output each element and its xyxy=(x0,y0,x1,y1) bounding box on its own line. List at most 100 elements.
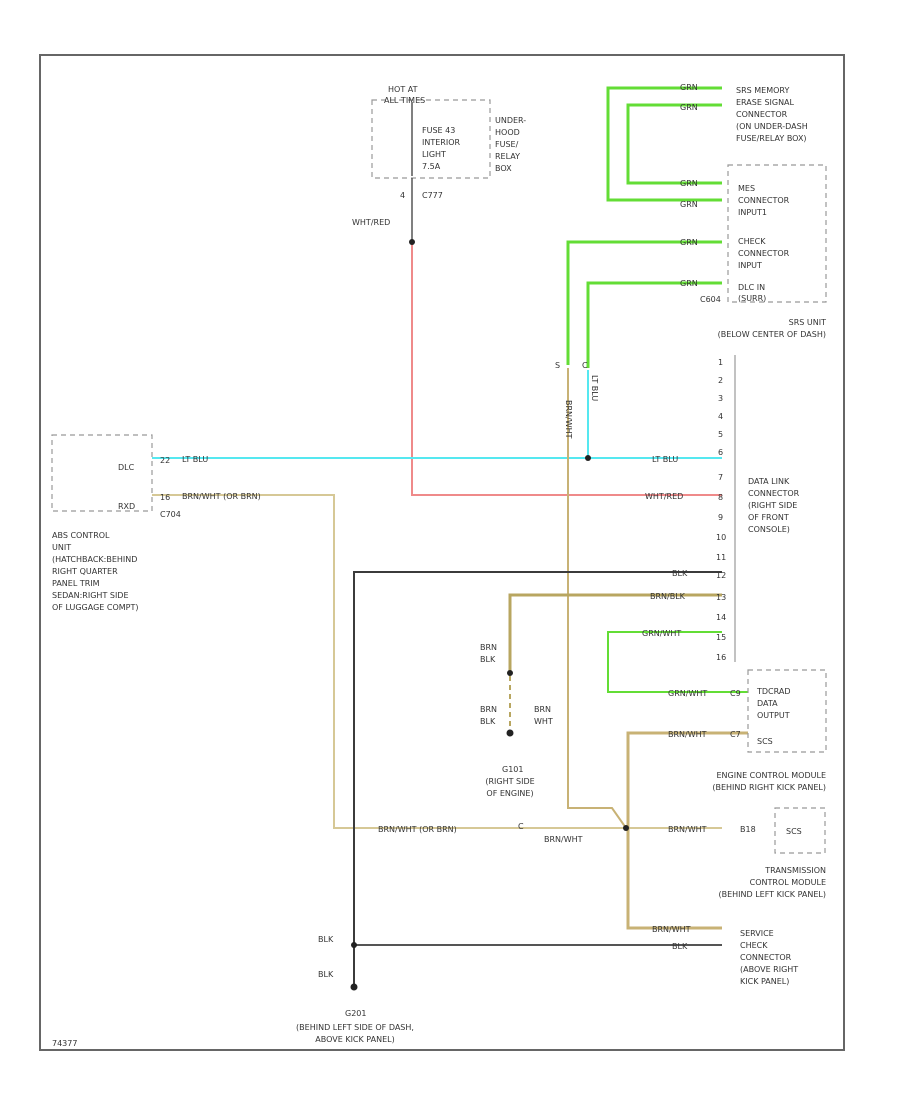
dlc-pin: 14 xyxy=(716,613,726,622)
fuse-wire-color: WHT/RED xyxy=(352,218,390,227)
abs-connector: C704 xyxy=(160,510,181,519)
wire-grn-2 xyxy=(626,103,722,185)
wire-label-brnwht-abs: BRN/WHT (OR BRN) xyxy=(182,492,261,501)
srs-unit-title: SRS UNIT(BELOW CENTER OF DASH) xyxy=(718,318,827,339)
wire-brnwht-td xyxy=(626,731,748,930)
abs-unit-outline xyxy=(51,434,153,512)
wire-label-ltblu-dlc: LT BLU xyxy=(652,455,678,464)
wire-grnwht xyxy=(607,631,748,693)
wire-label-grn-2: GRN xyxy=(680,103,698,112)
wire-wht-red xyxy=(411,242,722,496)
wire-label-brnwht-bus-left: BRN/WHT (OR BRN) xyxy=(378,825,457,834)
dlc-pin: 9 xyxy=(718,513,723,522)
abs-pin-16: 16 xyxy=(160,493,170,502)
g101-id: G101 xyxy=(502,765,523,774)
abs-dlc-pin: DLC xyxy=(118,463,135,472)
splice-brn-blk xyxy=(507,670,513,676)
tcm-scs: SCS xyxy=(786,827,802,836)
wire-label-brnwht-svc: BRN/WHT xyxy=(652,925,691,934)
srs-connector: C604 xyxy=(700,295,721,304)
wire-label-brnwht-bus-right: BRN/WHT xyxy=(668,825,707,834)
wire-brnwht-abs xyxy=(152,494,722,829)
splice-blk-svc xyxy=(351,942,357,948)
wire-label-grn-5: GRN xyxy=(680,238,698,247)
wire-label-grn-4: GRN xyxy=(680,200,698,209)
fuse-connector: C777 xyxy=(422,191,443,200)
wire-label-grnwht-dlc: GRN/WHT xyxy=(642,629,681,638)
wire-brn-blk xyxy=(508,593,722,672)
dlc-pin: 15 xyxy=(716,633,726,642)
dlc-pin: 12 xyxy=(716,571,726,580)
td-pin-c9: C9 xyxy=(730,689,741,698)
td-connector-outline xyxy=(747,669,827,753)
wire-label-blk-svc: BLK xyxy=(672,942,688,951)
dlc-pin: 11 xyxy=(716,553,726,562)
dlc-pins: 1 2 3 4 5 6 7 8 9 10 11 12 13 14 15 16 xyxy=(716,358,726,662)
wire-label-ltblu-abs: LT BLU xyxy=(182,455,208,464)
ground-g101 xyxy=(506,729,514,737)
wire-grn-4 xyxy=(586,281,722,368)
wire-blk-main xyxy=(353,571,722,985)
td-pin-c7: C7 xyxy=(730,730,741,739)
wire-label-brnwht-bus-mid: BRN/WHT xyxy=(544,835,583,844)
dlc-pin: 5 xyxy=(718,430,723,439)
dlc-pin: 13 xyxy=(716,593,726,602)
wire-label-brnwht-td: BRN/WHT xyxy=(668,730,707,739)
wire-label-ltblu-vert: LT BLU xyxy=(590,375,599,401)
bus-c-label: C xyxy=(518,822,524,831)
diagram-code: 74377 xyxy=(52,1039,77,1048)
dlc-pin: 7 xyxy=(718,473,723,482)
wire-label-brnwht-vert: BRN/WHT xyxy=(564,400,573,439)
g201-id: G201 xyxy=(345,1009,366,1018)
ground-g201 xyxy=(350,983,358,991)
dlc-pin: 3 xyxy=(718,394,723,403)
dlc-pin: 2 xyxy=(718,376,723,385)
wire-label-blk-g201-top: BLK xyxy=(318,935,334,944)
wire-grn-1 xyxy=(606,86,722,202)
wire-label-blk-dlc: BLK xyxy=(672,569,688,578)
wire-label-grnwht-td: GRN/WHT xyxy=(668,689,707,698)
wire-label-brnblk-dlc: BRN/BLK xyxy=(650,592,686,601)
wire-label-blk-g201-bottom: BLK xyxy=(318,970,334,979)
wire-grn-3 xyxy=(566,240,722,365)
wire-label-grn-3: GRN xyxy=(680,179,698,188)
srs-unit-outline xyxy=(727,164,827,303)
dlc-pin: 4 xyxy=(718,412,723,421)
abs-rxd-pin: RXD xyxy=(118,502,135,511)
srs-dlc-label: DLC IN(SURR) xyxy=(738,283,766,303)
splice-fuse xyxy=(409,239,415,245)
tcm-box-outline xyxy=(774,807,826,854)
splice-ecm xyxy=(623,825,629,831)
tcm-pin: B18 xyxy=(740,825,756,834)
wire-label-grn-6: GRN xyxy=(680,279,698,288)
ecm-title: ENGINE CONTROL MODULE(BEHIND RIGHT KICK … xyxy=(712,771,826,792)
splice-s-label: S xyxy=(555,361,560,370)
diagram-frame xyxy=(39,54,845,1051)
wire-label-grn-1: GRN xyxy=(680,83,698,92)
dlc-pin: 6 xyxy=(718,448,723,457)
g201-title: (BEHIND LEFT SIDE OF DASH,ABOVE KICK PAN… xyxy=(296,1023,414,1044)
dlc-pin: 1 xyxy=(718,358,723,367)
fuse-box-outline xyxy=(371,99,491,179)
splice-c-label: C xyxy=(582,361,588,370)
splice-ltblu xyxy=(585,455,591,461)
abs-pin-22: 22 xyxy=(160,456,170,465)
dlc-pin: 10 xyxy=(716,533,726,542)
dlc-pin: 8 xyxy=(718,493,723,502)
